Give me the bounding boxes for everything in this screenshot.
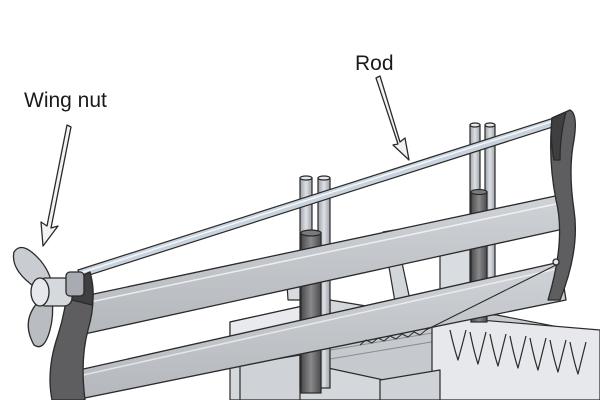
wing-nut-icon [12, 246, 85, 348]
wing-nut-label: Wing nut [24, 89, 107, 112]
saw-blade-icon [69, 194, 569, 401]
wing-nut-arrow [40, 124, 72, 247]
saw-handle-icon [49, 109, 577, 401]
rod-label: Rod [355, 52, 394, 75]
rod-arrow [375, 75, 410, 161]
